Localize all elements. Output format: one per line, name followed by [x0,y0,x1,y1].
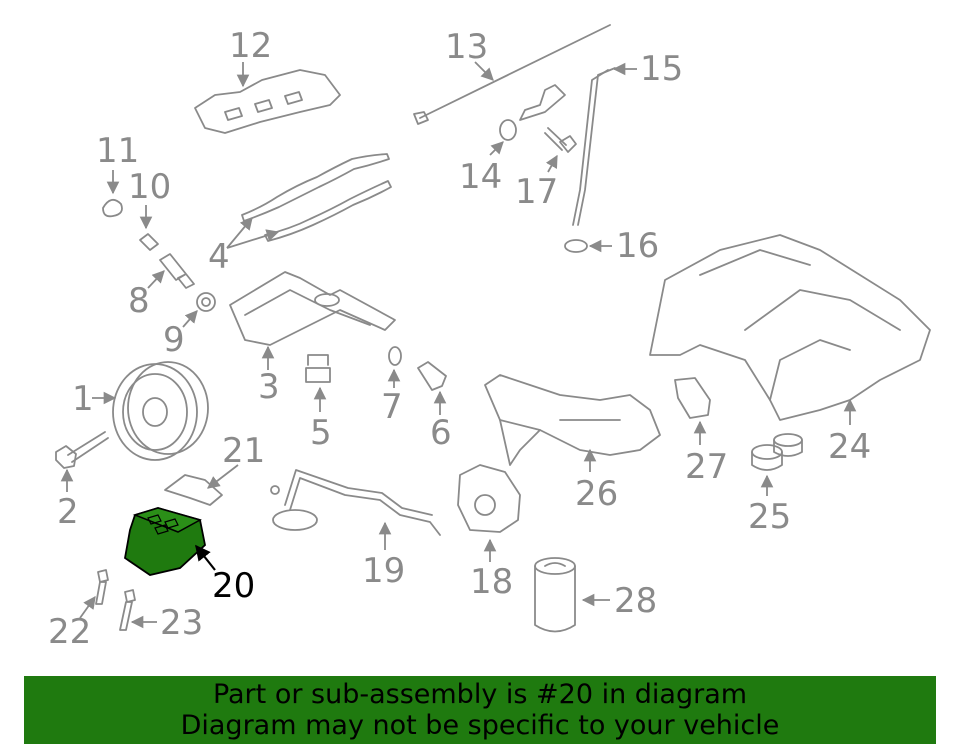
leader-8 [147,270,165,289]
leader-17 [545,154,558,173]
part-2-bolt[interactable] [55,431,109,469]
callout-10: 10 [128,167,171,207]
part-13-dipstick[interactable] [413,24,611,125]
callout-3: 3 [258,367,280,407]
part-20-highlighted[interactable] [124,507,206,576]
callout-14: 14 [459,157,502,197]
part-5-fitting[interactable] [305,354,331,383]
callout-4: 4 [208,237,230,277]
part-24-engine-block[interactable] [649,234,931,421]
part-19-oil-pickup-tube[interactable] [270,469,441,536]
part-9-seal[interactable] [196,292,216,312]
part-23-stud[interactable] [119,589,136,631]
callout-22: 22 [48,612,91,652]
leader-9 [182,310,198,328]
part-12-valve-cover-gasket[interactable] [194,69,341,134]
callout-21: 21 [222,431,265,471]
callout-12: 12 [229,26,272,66]
callout-11: 11 [96,131,139,171]
leader-21 [207,464,239,489]
callout-16: 16 [616,226,659,266]
callout-15: 15 [640,49,683,89]
part-25-seals[interactable] [751,433,803,471]
part-11-plug[interactable] [102,198,123,218]
part-6-sensor[interactable] [417,361,447,391]
part-22-bolt[interactable] [95,569,109,605]
banner-line-2: Diagram may not be specific to your vehi… [180,710,780,741]
callout-5: 5 [310,413,332,453]
callout-20: 20 [212,566,255,606]
callout-13: 13 [445,27,488,67]
part-7-o-ring[interactable] [388,346,402,366]
part-26-bracket[interactable] [484,374,661,466]
info-banner: Part or sub-assembly is #20 in diagram D… [24,676,936,744]
leader-20 [195,544,216,571]
callout-17: 17 [515,172,558,212]
part-17-bolt[interactable] [544,127,577,153]
part-28-oil-filter[interactable] [534,557,576,633]
callout-6: 6 [430,413,452,453]
part-3-oil-pan[interactable] [229,271,396,346]
part-27-gasket[interactable] [674,377,711,419]
leader-22 [79,595,96,619]
callout-28: 28 [614,581,657,621]
part-16-o-ring[interactable] [564,239,588,253]
callout-8: 8 [128,281,150,321]
part-8-sensor[interactable] [159,253,195,289]
callout-25: 25 [748,497,791,537]
part-15-dipstick-tube[interactable] [519,67,616,226]
part-21-gasket[interactable] [164,474,223,506]
callout-23: 23 [160,603,203,643]
leader-4b [226,229,280,249]
callout-9: 9 [163,320,185,360]
callout-2: 2 [57,492,79,532]
parts-diagram: 12 13 15 14 17 16 11 10 [48,24,931,652]
callout-27: 27 [685,447,728,487]
part-10-fitting[interactable] [139,233,159,251]
callout-19: 19 [362,551,405,591]
banner-line-1: Part or sub-assembly is #20 in diagram [212,679,748,710]
callout-26: 26 [575,474,618,514]
callout-7: 7 [381,387,403,427]
part-18-oil-pump[interactable] [457,464,521,533]
callout-18: 18 [470,562,513,602]
leader-13 [474,61,494,81]
part-14-o-ring[interactable] [499,119,517,141]
callout-24: 24 [828,427,871,467]
leader-4a [226,217,253,249]
part-4-gasket[interactable] [241,153,392,242]
callout-1: 1 [72,379,94,419]
leader-14 [489,141,504,156]
part-1-crankshaft-pulley[interactable] [112,361,209,461]
